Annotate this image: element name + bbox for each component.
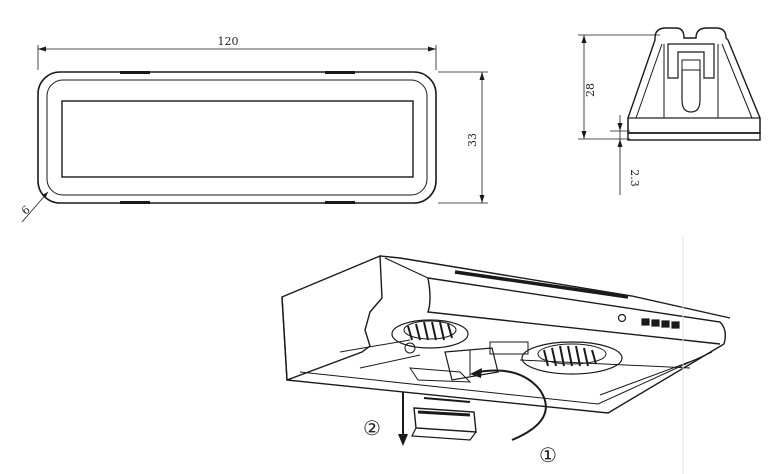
left-fan [391, 319, 469, 354]
cover-outer-outline [37, 71, 437, 204]
side-view [578, 27, 761, 195]
range-hood-illustration [281, 254, 731, 446]
offset-label: 2.3 [628, 169, 641, 187]
bulb-holder [667, 43, 715, 79]
button-1 [641, 318, 650, 326]
button-4 [671, 321, 680, 329]
step-1-arrow [477, 369, 547, 441]
corner-radius-label: 6 [19, 203, 33, 217]
corner-radius-leader [21, 191, 49, 223]
bulb-icon [681, 70, 701, 113]
step-1-label: ① [539, 443, 557, 467]
step-2-label: ② [363, 416, 381, 440]
front-view [21, 45, 488, 223]
button-3 [661, 320, 670, 328]
right-fan [521, 341, 623, 375]
removed-light-cover [411, 397, 477, 441]
height-label: 33 [466, 133, 479, 147]
side-height-label: 28 [584, 83, 597, 97]
cover-lens [61, 100, 414, 178]
button-2 [651, 319, 660, 327]
cover-profile [627, 27, 761, 134]
cover-inner-outline [46, 79, 428, 196]
width-label: 120 [218, 35, 239, 48]
light-switch-icon [617, 313, 627, 323]
